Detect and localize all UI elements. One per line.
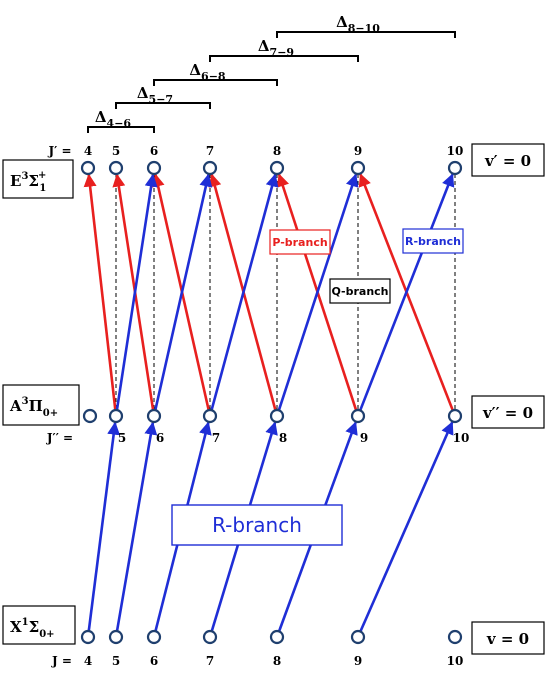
j-lower-4: 4 bbox=[84, 654, 92, 668]
r-branch-tag-big: R-branch bbox=[171, 504, 343, 546]
j-middle-6: 6 bbox=[156, 431, 164, 445]
j-lower-5: 5 bbox=[112, 654, 120, 668]
j-upper-9: 9 bbox=[354, 144, 362, 158]
r-branch-arrow-upper-7 bbox=[210, 173, 279, 411]
node-lower-7 bbox=[202, 629, 218, 645]
delta-bracket-7−9 bbox=[209, 55, 359, 62]
svg-text:X1Σ0+: X1Σ0+ bbox=[10, 617, 55, 640]
r-branch-arrow-upper-9 bbox=[358, 173, 455, 411]
q-branch-dashed-lines bbox=[115, 174, 456, 410]
node-middle-4 bbox=[82, 408, 98, 424]
j-upper-5: 5 bbox=[112, 144, 120, 158]
j-lower-7: 7 bbox=[206, 654, 214, 668]
node-lower-9 bbox=[350, 629, 366, 645]
svg-text:Q-branch: Q-branch bbox=[331, 285, 388, 298]
node-middle-10 bbox=[447, 408, 463, 424]
j-middle-5: 5 bbox=[118, 431, 126, 445]
node-lower-10 bbox=[447, 629, 463, 645]
j-prefix-lower: J = bbox=[51, 654, 72, 668]
j-labels: J′ = J′′ = J = 4 4 5 5 5 6 6 6 7 7 7 8 8 8 9 9 9 10 10 10 bbox=[46, 144, 469, 668]
node-lower-6 bbox=[146, 629, 162, 645]
j-upper-4: 4 bbox=[84, 144, 92, 158]
j-lower-8: 8 bbox=[273, 654, 281, 668]
p-branch-arrow-5 bbox=[83, 173, 117, 411]
svg-text:P-branch: P-branch bbox=[272, 236, 327, 249]
delta-bracket-5−7 bbox=[115, 102, 211, 109]
svg-text:R-branch: R-branch bbox=[405, 235, 461, 248]
j-lower-9: 9 bbox=[354, 654, 362, 668]
j-prefix-middle: J′′ = bbox=[46, 431, 73, 445]
j-upper-7: 7 bbox=[206, 144, 214, 158]
j-middle-10: 10 bbox=[453, 431, 470, 445]
delta-label-4−6: Δ4−6 bbox=[95, 108, 132, 130]
svg-text:v = 0: v = 0 bbox=[486, 630, 529, 648]
j-upper-6: 6 bbox=[150, 144, 158, 158]
vib-label-lower: v = 0 bbox=[471, 621, 545, 655]
delta-bracket-6−8 bbox=[153, 79, 278, 86]
svg-text:v′′ = 0: v′′ = 0 bbox=[482, 404, 533, 422]
node-upper-5 bbox=[108, 160, 124, 176]
state-label-lower: X1Σ0+ bbox=[2, 605, 76, 645]
delta-label-5−7: Δ5−7 bbox=[137, 84, 173, 106]
delta-label-7−9: Δ7−9 bbox=[258, 37, 294, 59]
delta-bracket-8−10 bbox=[276, 31, 456, 38]
q-branch-tag: Q-branch bbox=[329, 278, 391, 304]
svg-text:v′ = 0: v′ = 0 bbox=[484, 152, 531, 170]
svg-text:R-branch: R-branch bbox=[212, 513, 302, 537]
node-upper-10 bbox=[447, 160, 463, 176]
delta-label-6−8: Δ6−8 bbox=[189, 61, 226, 83]
node-lower-5 bbox=[108, 629, 124, 645]
node-middle-6 bbox=[146, 408, 162, 424]
node-upper-7 bbox=[202, 160, 218, 176]
r-branch-arrow-lower-4 bbox=[87, 421, 121, 632]
r-branch-arrow-upper-6 bbox=[154, 173, 213, 411]
r-branch-arrow-lower-5 bbox=[115, 421, 158, 632]
j-upper-10: 10 bbox=[447, 144, 464, 158]
node-lower-4 bbox=[80, 629, 96, 645]
j-middle-9: 9 bbox=[360, 431, 368, 445]
j-lower-10: 10 bbox=[447, 654, 464, 668]
j-prefix-upper: J′ = bbox=[47, 144, 71, 158]
r-branch-arrow-upper-5 bbox=[115, 173, 158, 411]
vib-label-middle: v′′ = 0 bbox=[471, 395, 545, 429]
state-label-upper: E3Σ+1 bbox=[2, 159, 74, 199]
node-upper-8 bbox=[269, 160, 285, 176]
combination-difference-brackets: Δ4−6Δ5−7 Δ6−8 Δ7−9 Δ8−10 bbox=[87, 13, 456, 133]
j-middle-7: 7 bbox=[212, 431, 220, 445]
r-branch-tag-small: R-branch bbox=[402, 228, 464, 254]
node-upper-6 bbox=[146, 160, 162, 176]
j-upper-8: 8 bbox=[273, 144, 281, 158]
svg-text:A3Π0+: A3Π0+ bbox=[9, 396, 58, 419]
delta-label-8−10: Δ8−10 bbox=[336, 13, 380, 35]
rotational-level-nodes bbox=[80, 160, 463, 645]
r-branch-arrow-lower-9 bbox=[359, 421, 454, 633]
node-lower-8 bbox=[269, 629, 285, 645]
node-middle-9 bbox=[350, 408, 366, 424]
r-branch-arrow-upper-8 bbox=[277, 173, 359, 411]
node-middle-7 bbox=[202, 408, 218, 424]
delta-bracket-4−6 bbox=[87, 126, 155, 133]
transition-arrows bbox=[83, 173, 455, 633]
svg-text:E3Σ+1: E3Σ+1 bbox=[10, 170, 46, 194]
p-branch-tag: P-branch bbox=[269, 229, 331, 255]
state-label-middle: A3Π0+ bbox=[2, 384, 80, 426]
node-middle-8 bbox=[269, 408, 285, 424]
node-middle-5 bbox=[108, 408, 124, 424]
vib-label-upper: v′ = 0 bbox=[471, 143, 545, 177]
j-lower-6: 6 bbox=[150, 654, 158, 668]
j-middle-8: 8 bbox=[279, 431, 287, 445]
node-upper-4 bbox=[80, 160, 96, 176]
node-upper-9 bbox=[350, 160, 366, 176]
